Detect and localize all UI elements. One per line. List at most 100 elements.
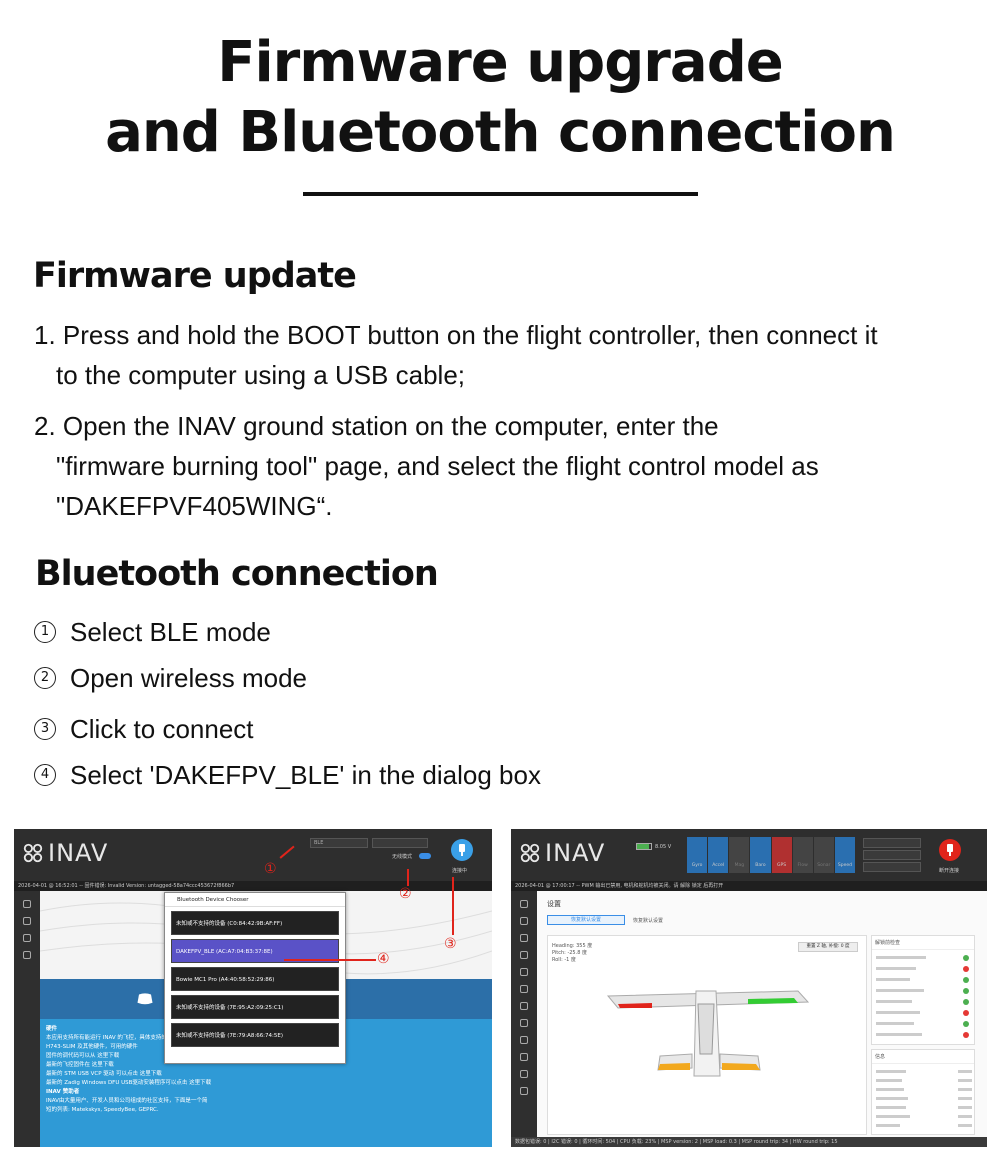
sensor-flow: Flow <box>792 837 813 873</box>
sidebar-item[interactable] <box>520 1053 528 1061</box>
profile-select-2[interactable] <box>863 850 921 860</box>
sidebar-item[interactable] <box>23 900 31 908</box>
status-bar: 2026-04-01 @ 17:00:17 -- PWM 输出已禁用, 电机和舵… <box>511 881 987 891</box>
callout-marker-2: ② <box>399 886 412 902</box>
firmware-step-2-line-a: 2. Open the INAV ground station on the c… <box>34 411 719 441</box>
firmware-step-1: 1. Press and hold the BOOT button on the… <box>34 315 954 395</box>
step-number-badge: 4 <box>34 764 56 786</box>
sidebar-item[interactable] <box>520 1002 528 1010</box>
aircraft-model-view <box>606 990 810 1077</box>
bluetooth-heading: Bluetooth connection <box>35 554 439 594</box>
connection-type-select[interactable]: BLE <box>310 838 368 848</box>
arming-check-card: 解锁前检查 <box>871 935 975 1045</box>
info-card: 信息 <box>871 1049 975 1135</box>
logo-text: INAV <box>48 839 109 867</box>
setup-panel: 设置 恢复默认设置 恢复默认设置 Heading: 355 度 Pitch: -… <box>537 891 987 1137</box>
arming-checklist <box>876 955 969 1038</box>
sidebar <box>14 891 40 1147</box>
sidebar-item[interactable] <box>520 917 528 925</box>
inav-logo: INAV <box>22 839 108 867</box>
sidebar-item[interactable] <box>520 1087 528 1095</box>
usb-unplug-icon <box>947 844 953 856</box>
reset-settings-button[interactable]: 恢复默认设置 <box>547 915 625 925</box>
info-line: 短的列表: Matekskys, SpeedyBee, GEPRC. <box>46 1107 159 1113</box>
step-number-badge: 3 <box>34 718 56 740</box>
heading-readout: Heading: 355 度 <box>552 943 593 949</box>
connection-type-value: BLE <box>314 840 324 846</box>
firmware-step-2-line-c: "DAKEFPVF405WING“. <box>56 491 333 521</box>
discord-icon <box>137 993 153 1005</box>
title-line-1: Firmware upgrade <box>217 30 784 95</box>
sidebar-item[interactable] <box>520 951 528 959</box>
sidebar-item[interactable] <box>23 934 31 942</box>
inav-logo: INAV <box>519 839 605 867</box>
sidebar-item[interactable] <box>520 934 528 942</box>
page-title: Firmware upgrade and Bluetooth connectio… <box>0 28 1000 168</box>
sensor-gyro: Gyro <box>687 837 708 873</box>
info-line: 最新的飞控固件在 这里下载 <box>46 1062 114 1068</box>
sensor-speed: Speed <box>834 837 855 873</box>
logo-text: INAV <box>545 839 606 867</box>
sidebar-item[interactable] <box>520 1070 528 1078</box>
voltage-value: 8.05 V <box>655 844 672 850</box>
disconnect-button[interactable] <box>939 839 961 861</box>
bluetooth-step-2: 2 Open wireless mode <box>34 661 307 695</box>
callout-line-2 <box>407 869 409 886</box>
inav-screenshot-bluetooth: INAV BLE 无线模式 连接中 2026-04-01 @ 16:52:01 … <box>14 829 492 1147</box>
bluetooth-step-4: 4 Select 'DAKEFPV_BLE' in the dialog box <box>34 758 541 792</box>
sidebar-item[interactable] <box>23 917 31 925</box>
settings-title: 设置 <box>547 900 561 908</box>
callout-marker-3: ③ <box>444 936 457 952</box>
bluetooth-step-text: Click to connect <box>70 714 254 744</box>
calibrate-z-button[interactable]: 重置 Z 轴, 补偿: 0 度 <box>798 942 858 952</box>
sensor-gps: GPS <box>771 837 792 873</box>
connect-button[interactable] <box>451 839 473 861</box>
sidebar <box>511 891 537 1147</box>
firmware-step-1-line-b: to the computer using a USB cable; <box>56 360 466 390</box>
title-line-2: and Bluetooth connection <box>105 100 896 165</box>
callout-marker-4: ④ <box>377 951 390 967</box>
info-line: 最新的 STM USB VCP 驱动 可以点击 这里下载 <box>46 1071 162 1077</box>
usb-plug-icon <box>459 844 465 856</box>
battery-indicator <box>636 843 652 850</box>
step-number-badge: 1 <box>34 621 56 643</box>
sensor-bar: Gyro Accel Mag Baro GPS Flow Sonar Speed <box>687 837 855 873</box>
profile-select-3[interactable] <box>863 862 921 872</box>
info-line: INAV由大量用户、开发人员和公司组成的社区支持，下面是一个简 <box>46 1098 208 1104</box>
callout-marker-1: ① <box>264 861 277 877</box>
info-line: 本应用支持所有能运行 INAV 的飞控，具体支持的设备 <box>46 1035 178 1041</box>
roll-readout: Roll: -1 度 <box>552 957 576 963</box>
status-bar: 2026-04-01 @ 16:52:01 -- 固件错误: Invalid V… <box>14 881 492 891</box>
firmware-step-1-line-a: 1. Press and hold the BOOT button on the… <box>34 320 878 350</box>
profile-select-1[interactable] <box>863 838 921 848</box>
firmware-step-2-line-b: "firmware burning tool" page, and select… <box>56 451 819 481</box>
bluetooth-step-3: 3 Click to connect <box>34 712 254 746</box>
device-item[interactable]: 未知或不支持的设备 (7E:79:A8:66:74:5E) <box>171 1023 339 1047</box>
sidebar-item[interactable] <box>520 900 528 908</box>
arming-title: 解锁前检查 <box>872 936 974 950</box>
app-header: INAV 8.05 V Gyro Accel Mag Baro GPS Flow… <box>511 829 987 881</box>
sidebar-item[interactable] <box>23 951 31 959</box>
bluetooth-step-text: Open wireless mode <box>70 663 307 693</box>
sidebar-item[interactable] <box>520 1036 528 1044</box>
pitch-readout: Pitch: -25.8 度 <box>552 950 587 956</box>
info-line: INAV 赞助者 <box>46 1089 80 1095</box>
info-line: 固件的调代码可以从 这里下载 <box>46 1053 120 1059</box>
port-select[interactable] <box>372 838 428 848</box>
sensor-mag: Mag <box>729 837 750 873</box>
firmware-heading: Firmware update <box>33 256 357 296</box>
device-item[interactable]: 未知或不支持的设备 (7E:95:A2:09:25:C1) <box>171 995 339 1019</box>
connect-status-label: 连接中 <box>452 868 468 874</box>
bluetooth-step-1: 1 Select BLE mode <box>34 615 271 649</box>
sidebar-item[interactable] <box>520 985 528 993</box>
sidebar-item[interactable] <box>520 1019 528 1027</box>
device-item[interactable]: 未知或不支持的设备 (C0:84:42:9B:AF:FF) <box>171 911 339 935</box>
device-item[interactable]: Bowie MC1 Pro (A4:40:58:52:29:86) <box>171 967 339 991</box>
app-header: INAV BLE 无线模式 连接中 <box>14 829 492 881</box>
wireless-toggle[interactable] <box>419 853 431 859</box>
sensor-baro: Baro <box>750 837 771 873</box>
callout-line-4 <box>284 959 376 961</box>
wireless-mode-label: 无线模式 <box>392 854 413 860</box>
sidebar-item[interactable] <box>520 968 528 976</box>
info-line: 硬件 <box>46 1026 58 1032</box>
